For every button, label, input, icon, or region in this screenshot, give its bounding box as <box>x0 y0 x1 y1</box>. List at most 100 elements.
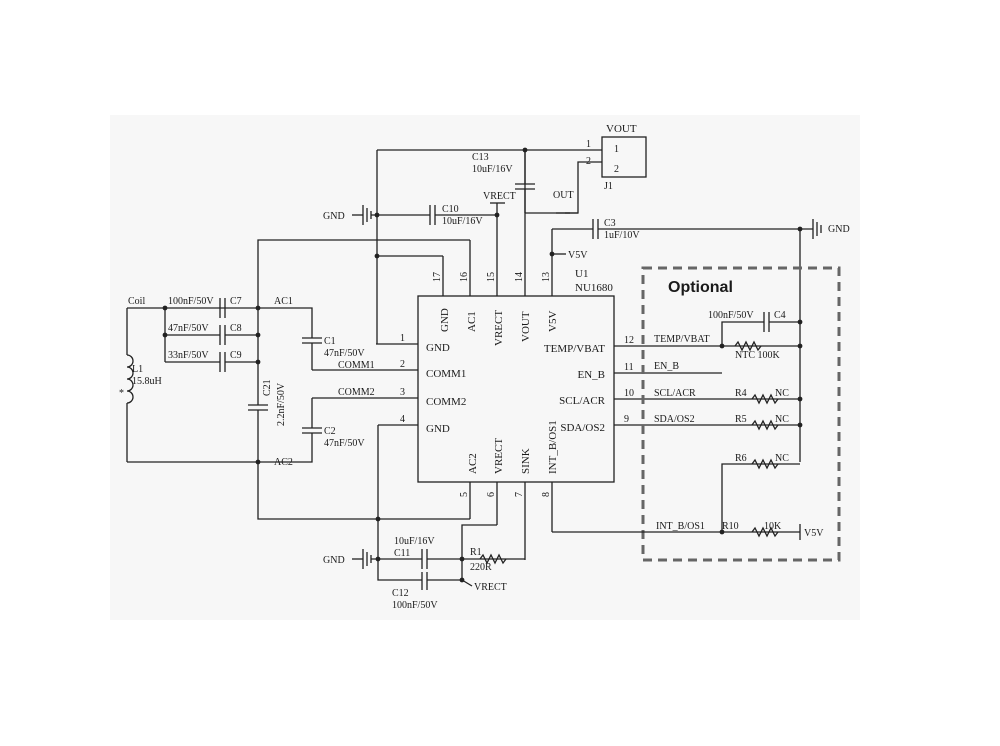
gnd-c10: GND C10 10uF/16V <box>323 204 497 227</box>
c10-ref: C10 <box>442 204 459 215</box>
net-temp-label: TEMP/VBAT <box>654 334 710 345</box>
connector-pin-1: 1 <box>614 144 619 155</box>
c3-value: 1uF/10V <box>604 230 640 241</box>
vout-network: C13 10uF/16V OUT VRECT <box>376 150 578 344</box>
c13-value: 10uF/16V <box>472 164 513 175</box>
pin-15-num: 15 <box>486 272 497 282</box>
r10-value: 10K <box>764 521 782 532</box>
pin-13-num: 13 <box>541 272 552 282</box>
net-v5v-top: V5V <box>568 250 588 261</box>
net-sda-label: SDA/OS2 <box>654 414 695 425</box>
connector-j1: VOUT 1 2 J1 1 2 <box>377 123 647 214</box>
gnd-label-1: GND <box>323 211 345 222</box>
c11-value: 10uF/16V <box>394 536 435 547</box>
pin-17-num: 17 <box>432 272 443 282</box>
c3-ref: C3 <box>604 218 616 229</box>
pin-5-num: 5 <box>459 492 470 497</box>
pin-4-num: 4 <box>400 414 405 425</box>
connector-pin-2: 2 <box>614 164 619 175</box>
connector-ref: J1 <box>604 181 613 192</box>
c11-ref: C11 <box>394 548 410 559</box>
c8-value: 47nF/50V <box>168 323 209 334</box>
c21-ref: C21 <box>262 379 273 396</box>
pin-7-name: SINK <box>520 448 532 474</box>
bottom-network: GND 10uF/16V C11 C12 100nF/50V R1 220R V… <box>323 425 525 611</box>
c8-ref: C8 <box>230 323 242 334</box>
r1-value: 220R <box>470 562 492 573</box>
net-en-label: EN_B <box>654 361 679 372</box>
pin-4-name: GND <box>426 423 450 435</box>
coil-dot: * <box>119 388 124 399</box>
pin-9-num: 9 <box>624 414 629 425</box>
pin-6-name: VRECT <box>493 438 505 474</box>
optional-block: Optional 100nF/50V C4 NTC 100K TEMP/VBAT… <box>552 266 841 562</box>
pin-16-name: AC1 <box>466 311 478 332</box>
c4-value: 100nF/50V <box>708 310 754 321</box>
schematic-panel <box>110 115 860 620</box>
ntc-label: NTC 100K <box>735 350 781 361</box>
optional-title: Optional <box>668 279 733 296</box>
r6-value: NC <box>775 453 789 464</box>
r6-ref: R6 <box>735 453 747 464</box>
c9-value: 33nF/50V <box>168 350 209 361</box>
ic-u1: U1 NU1680 <box>417 268 615 483</box>
pin-14-name: VOUT <box>520 311 532 342</box>
pin-2-name: COMM1 <box>426 368 466 380</box>
pin-3-name: COMM2 <box>426 396 466 408</box>
net-scl-label: SCL/ACR <box>654 388 696 399</box>
pin-6-num: 6 <box>486 492 497 497</box>
pin-2-num: 2 <box>400 359 405 370</box>
ic-pins-bottom: 5 6 7 8 AC2 VRECT SINK INT_B/OS1 <box>459 420 559 560</box>
net-comm1-label: COMM1 <box>338 360 375 371</box>
net-out-label: OUT <box>553 190 574 201</box>
r1-ref: R1 <box>470 547 482 558</box>
net-v5v-bottom: V5V <box>804 528 824 539</box>
c10-value: 10uF/16V <box>442 216 483 227</box>
pin-10-num: 10 <box>624 388 634 399</box>
coil-value: 15.8uH <box>132 376 162 387</box>
pin-1-num: 1 <box>400 333 405 344</box>
net-vrect-bottom: VRECT <box>474 582 507 593</box>
pin-14-num: 14 <box>514 272 525 282</box>
pin-17-name: GND <box>439 308 451 332</box>
c1-ref: C1 <box>324 336 336 347</box>
pin-9-name: SDA/OS2 <box>560 422 605 434</box>
coil-label: Coil <box>128 296 145 307</box>
gnd-label-right: GND <box>828 224 850 235</box>
connector-net-label: VOUT <box>606 123 637 135</box>
coil-ref: L1 <box>132 364 143 375</box>
c2-value: 47nF/50V <box>324 438 365 449</box>
r4-ref: R4 <box>735 388 747 399</box>
pin-13-name: V5V <box>547 311 559 332</box>
r10-ref: R10 <box>722 521 739 532</box>
gnd-label-bottom: GND <box>323 555 345 566</box>
c2-ref: C2 <box>324 426 336 437</box>
ic-pins-top: 17 16 15 14 13 GND AC1 VRECT VOUT V5V <box>432 150 559 346</box>
pin-16-num: 16 <box>459 272 470 282</box>
net-ac1-label: AC1 <box>274 296 293 307</box>
r5-value: NC <box>775 414 789 425</box>
pin-10-name: SCL/ACR <box>559 395 606 407</box>
ic-part: NU1680 <box>575 282 613 294</box>
coil-network: Coil L1 15.8uH * AC1 AC2 100nF/50V C7 47… <box>119 239 470 520</box>
pin-15-name: VRECT <box>493 310 505 346</box>
c1-value: 47nF/50V <box>324 348 365 359</box>
pin-1-name: GND <box>426 342 450 354</box>
ic-ref: U1 <box>575 268 588 280</box>
pin-8-name: INT_B/OS1 <box>547 420 559 474</box>
pin-5-name: AC2 <box>467 453 479 474</box>
c7-value: 100nF/50V <box>168 296 214 307</box>
pin-12-num: 12 <box>624 335 634 346</box>
c13-ref: C13 <box>472 152 489 163</box>
pin-3-num: 3 <box>400 387 405 398</box>
c21-value: 2.2nF/50V <box>276 382 287 426</box>
ic-pins-left: 1 2 3 4 GND COMM1 COMM2 GND <box>312 333 466 435</box>
r5-ref: R5 <box>735 414 747 425</box>
c4-ref: C4 <box>774 310 786 321</box>
pin-11-name: EN_B <box>578 369 606 381</box>
c12-ref: C12 <box>392 588 409 599</box>
pin-11-num: 11 <box>624 362 634 373</box>
pin-12-name: TEMP/VBAT <box>544 343 605 355</box>
pin-8-num: 8 <box>541 492 552 497</box>
